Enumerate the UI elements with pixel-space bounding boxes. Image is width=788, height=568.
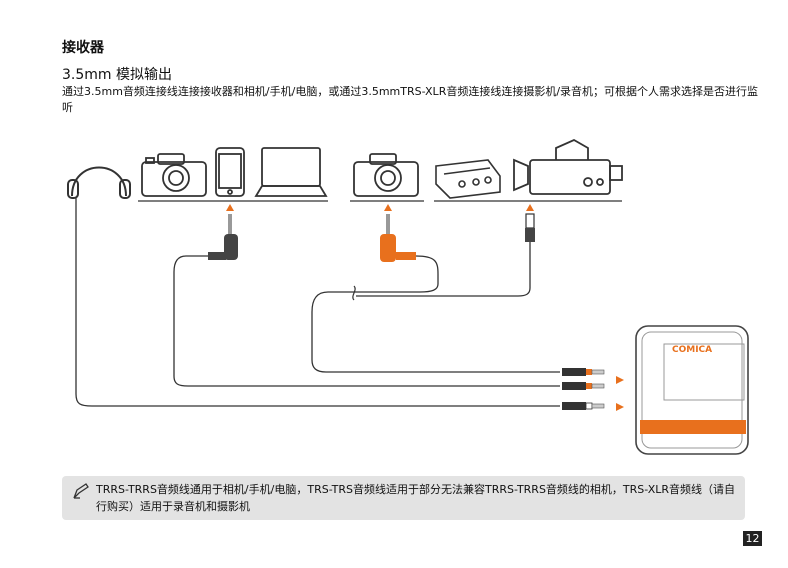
trs-plug (380, 214, 416, 262)
video-camera-icon (514, 140, 622, 194)
pencil-note-icon (70, 480, 92, 502)
headphones-icon (68, 168, 130, 199)
camera-icon (142, 154, 206, 196)
recorder-icon (436, 160, 500, 198)
arrow-up-icon (226, 204, 534, 211)
xlr-plug (525, 214, 535, 242)
receiver-plugs (562, 368, 604, 410)
page-number: 12 (743, 531, 762, 546)
trrs-plug (208, 214, 238, 260)
connection-diagram: COMICA (0, 0, 788, 470)
note-box: TRRS-TRRS音频线通用于相机/手机/电脑，TRS-TRS音频线适用于部分无… (62, 476, 745, 520)
camera-icon (354, 154, 418, 196)
note-text: TRRS-TRRS音频线通用于相机/手机/电脑，TRS-TRS音频线适用于部分无… (96, 481, 736, 515)
laptop-icon (256, 148, 326, 196)
phone-icon (216, 148, 244, 196)
arrow-right-icon (616, 376, 624, 411)
receiver-brand: COMICA (672, 345, 712, 355)
